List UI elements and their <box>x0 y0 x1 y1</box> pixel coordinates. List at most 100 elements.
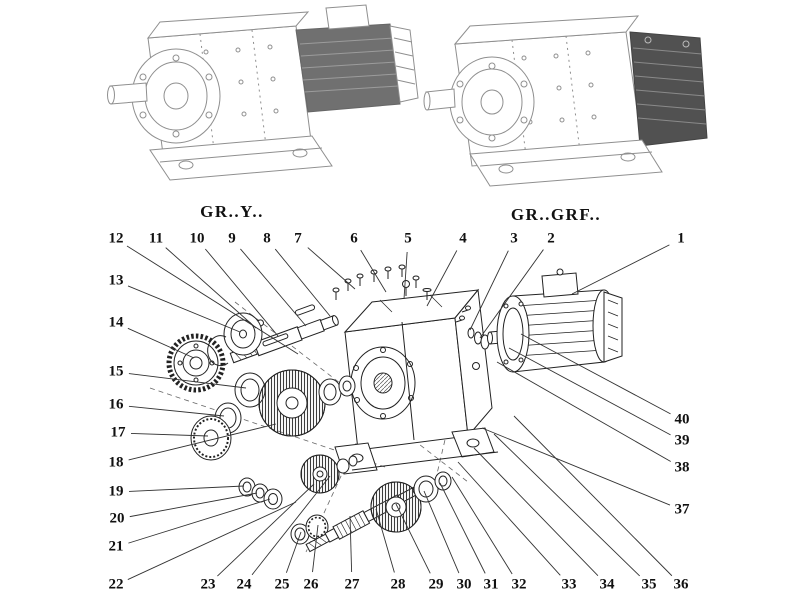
leader-line-14 <box>127 327 195 359</box>
leader-line-36 <box>513 415 673 577</box>
gearbox-housing <box>334 288 499 475</box>
callout-5: 5 <box>404 230 412 247</box>
electric-motor <box>487 268 623 373</box>
leader-lines <box>126 244 673 580</box>
callout-4: 4 <box>459 230 467 247</box>
leader-line-12 <box>126 245 299 355</box>
leader-line-5 <box>403 251 408 300</box>
callout-35: 35 <box>641 576 657 593</box>
leader-line-18 <box>128 423 277 461</box>
gearmotor-assembled-gr-grf <box>423 15 708 187</box>
exploded-view <box>149 264 623 553</box>
leader-line-8 <box>274 248 331 317</box>
leader-line-28 <box>375 508 395 573</box>
variant-label-gr-y: GR..Y.. <box>200 202 264 221</box>
callout-39: 39 <box>674 432 690 449</box>
callout-36: 36 <box>673 576 689 593</box>
leader-line-38 <box>496 361 671 462</box>
callout-28: 28 <box>390 576 406 593</box>
lower-rings <box>290 514 329 545</box>
callout-10: 10 <box>189 230 205 247</box>
callout-3: 3 <box>510 230 518 247</box>
leader-line-31 <box>439 482 486 574</box>
callout-1: 1 <box>677 230 685 247</box>
callout-14: 14 <box>108 314 124 331</box>
callout-31: 31 <box>483 576 499 593</box>
callout-18: 18 <box>108 454 124 471</box>
motor-side-washers <box>455 305 490 350</box>
callout-34: 34 <box>599 576 615 593</box>
leader-line-19 <box>128 485 245 492</box>
leader-line-16 <box>128 405 225 417</box>
leader-line-26 <box>312 524 319 573</box>
callout-12: 12 <box>108 230 124 247</box>
leader-line-9 <box>240 248 307 327</box>
callout-13: 13 <box>108 272 124 289</box>
leader-line-13 <box>127 285 241 333</box>
bearing-cover <box>223 312 263 356</box>
variant-label-gr-grf: GR..GRF.. <box>510 205 602 224</box>
leader-line-22 <box>127 501 297 580</box>
leader-line-40 <box>520 333 671 415</box>
leader-line-34 <box>473 447 599 576</box>
leader-line-10 <box>204 248 279 337</box>
callout-11: 11 <box>148 230 164 247</box>
callout-2: 2 <box>547 230 555 247</box>
housing-top-bolts <box>332 264 432 300</box>
leader-line-29 <box>395 503 431 574</box>
callout-33: 33 <box>561 576 577 593</box>
callout-26: 26 <box>303 576 319 593</box>
leader-line-33 <box>457 461 561 576</box>
eye-bolt <box>402 280 410 296</box>
callout-7: 7 <box>294 230 302 247</box>
callout-29: 29 <box>428 576 444 593</box>
callout-9: 9 <box>228 230 236 247</box>
callout-15: 15 <box>108 363 124 380</box>
washer-set <box>238 477 283 510</box>
callout-17: 17 <box>110 424 126 441</box>
leader-line-24 <box>251 475 331 576</box>
leader-line-15 <box>128 373 247 389</box>
callout-25: 25 <box>274 576 290 593</box>
leader-line-30 <box>423 490 460 574</box>
breather-plug <box>422 288 432 300</box>
circlip <box>207 335 229 367</box>
toothed-ring <box>166 333 226 393</box>
callout-27: 27 <box>344 576 360 593</box>
shaft-bearings-right <box>413 471 452 503</box>
gearmotor-assembled-gr-y <box>107 4 419 181</box>
leader-line-37 <box>481 427 671 506</box>
leader-line-6 <box>360 249 387 293</box>
gear-side-rings <box>318 375 356 406</box>
leader-line-32 <box>451 476 513 575</box>
leader-line-3 <box>469 250 509 331</box>
leader-line-7 <box>307 247 356 290</box>
leader-line-2 <box>479 249 544 339</box>
callout-37: 37 <box>674 501 690 518</box>
callout-32: 32 <box>511 576 527 593</box>
motor-terminal-box <box>541 272 579 298</box>
callout-19: 19 <box>108 483 124 500</box>
leader-line-39 <box>508 347 671 436</box>
leader-line-23 <box>217 483 315 577</box>
shaft-key-2 <box>294 304 316 316</box>
ball-bearing-large <box>190 415 232 461</box>
leader-line-1 <box>571 244 670 295</box>
helical-gear-small <box>300 454 358 494</box>
output-gear <box>370 481 422 533</box>
callout-8: 8 <box>263 230 271 247</box>
callout-21: 21 <box>108 538 124 555</box>
callout-20: 20 <box>109 510 125 527</box>
leader-line-20 <box>129 492 258 518</box>
callout-30: 30 <box>456 576 472 593</box>
leader-line-35 <box>493 433 641 577</box>
callout-22: 22 <box>108 576 124 593</box>
leader-line-21 <box>128 498 271 544</box>
leader-line-11 <box>165 247 257 329</box>
callout-24: 24 <box>236 576 252 593</box>
callout-38: 38 <box>674 459 690 476</box>
leader-line-27 <box>349 515 353 573</box>
callout-23: 23 <box>200 576 216 593</box>
callout-16: 16 <box>108 396 124 413</box>
